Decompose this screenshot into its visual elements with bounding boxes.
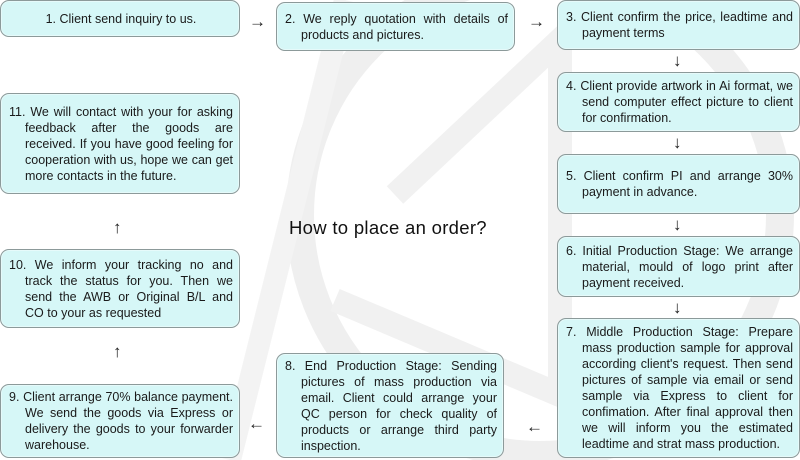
step-3-box: 3. Client confirm the price, leadtime an…	[557, 0, 800, 50]
step-3-text: 3. Client confirm the price, leadtime an…	[566, 10, 793, 40]
step-10-text: 10. We inform your tracking no and track…	[9, 257, 233, 320]
step-6-text: 6. Initial Production Stage: We arrange …	[566, 243, 793, 290]
step-11-box: 11. We will contact with your for asking…	[0, 93, 240, 194]
arrow-up-icon: ↑	[113, 218, 122, 237]
step-10-box: 10. We inform your tracking no and track…	[0, 249, 240, 328]
diagram-title: How to place an order?	[289, 217, 487, 238]
arrow-left-icon: ←	[248, 414, 265, 433]
arrow-down-icon: ↓	[673, 51, 682, 70]
arrow-down-icon: ↓	[673, 298, 682, 317]
step-11-text: 11. We will contact with your for asking…	[9, 104, 233, 183]
arrow-left-icon: ←	[526, 417, 543, 436]
arrow-down-icon: ↓	[673, 133, 682, 152]
step-7-text: 7. Middle Production Stage: Prepare mass…	[566, 325, 793, 451]
step-5-text: 5. Client confirm PI and arrange 30% pay…	[566, 169, 793, 199]
arrow-right-icon: →	[249, 12, 266, 31]
arrow-right-icon: →	[528, 12, 545, 31]
step-1-box: 1. Client send inquiry to us.	[0, 0, 240, 37]
arrow-down-icon: ↓	[673, 215, 682, 234]
step-6-box: 6. Initial Production Stage: We arrange …	[557, 236, 800, 297]
arrow-up-icon: ↑	[113, 342, 122, 361]
step-7-box: 7. Middle Production Stage: Prepare mass…	[557, 318, 800, 458]
step-9-box: 9. Client arrange 70% balance payment. W…	[0, 384, 240, 458]
step-8-box: 8. End Production Stage: Sending picture…	[276, 353, 504, 458]
step-2-box: 2. We reply quotation with details of pr…	[276, 2, 515, 51]
step-1-text: 1. Client send inquiry to us.	[45, 11, 197, 26]
step-2-text: 2. We reply quotation with details of pr…	[285, 11, 508, 42]
step-8-text: 8. End Production Stage: Sending picture…	[285, 358, 497, 453]
step-4-box: 4. Client provide artwork in Ai format, …	[557, 72, 800, 132]
step-5-box: 5. Client confirm PI and arrange 30% pay…	[557, 154, 800, 214]
step-4-text: 4. Client provide artwork in Ai format, …	[566, 79, 793, 125]
step-9-text: 9. Client arrange 70% balance payment. W…	[9, 390, 233, 452]
